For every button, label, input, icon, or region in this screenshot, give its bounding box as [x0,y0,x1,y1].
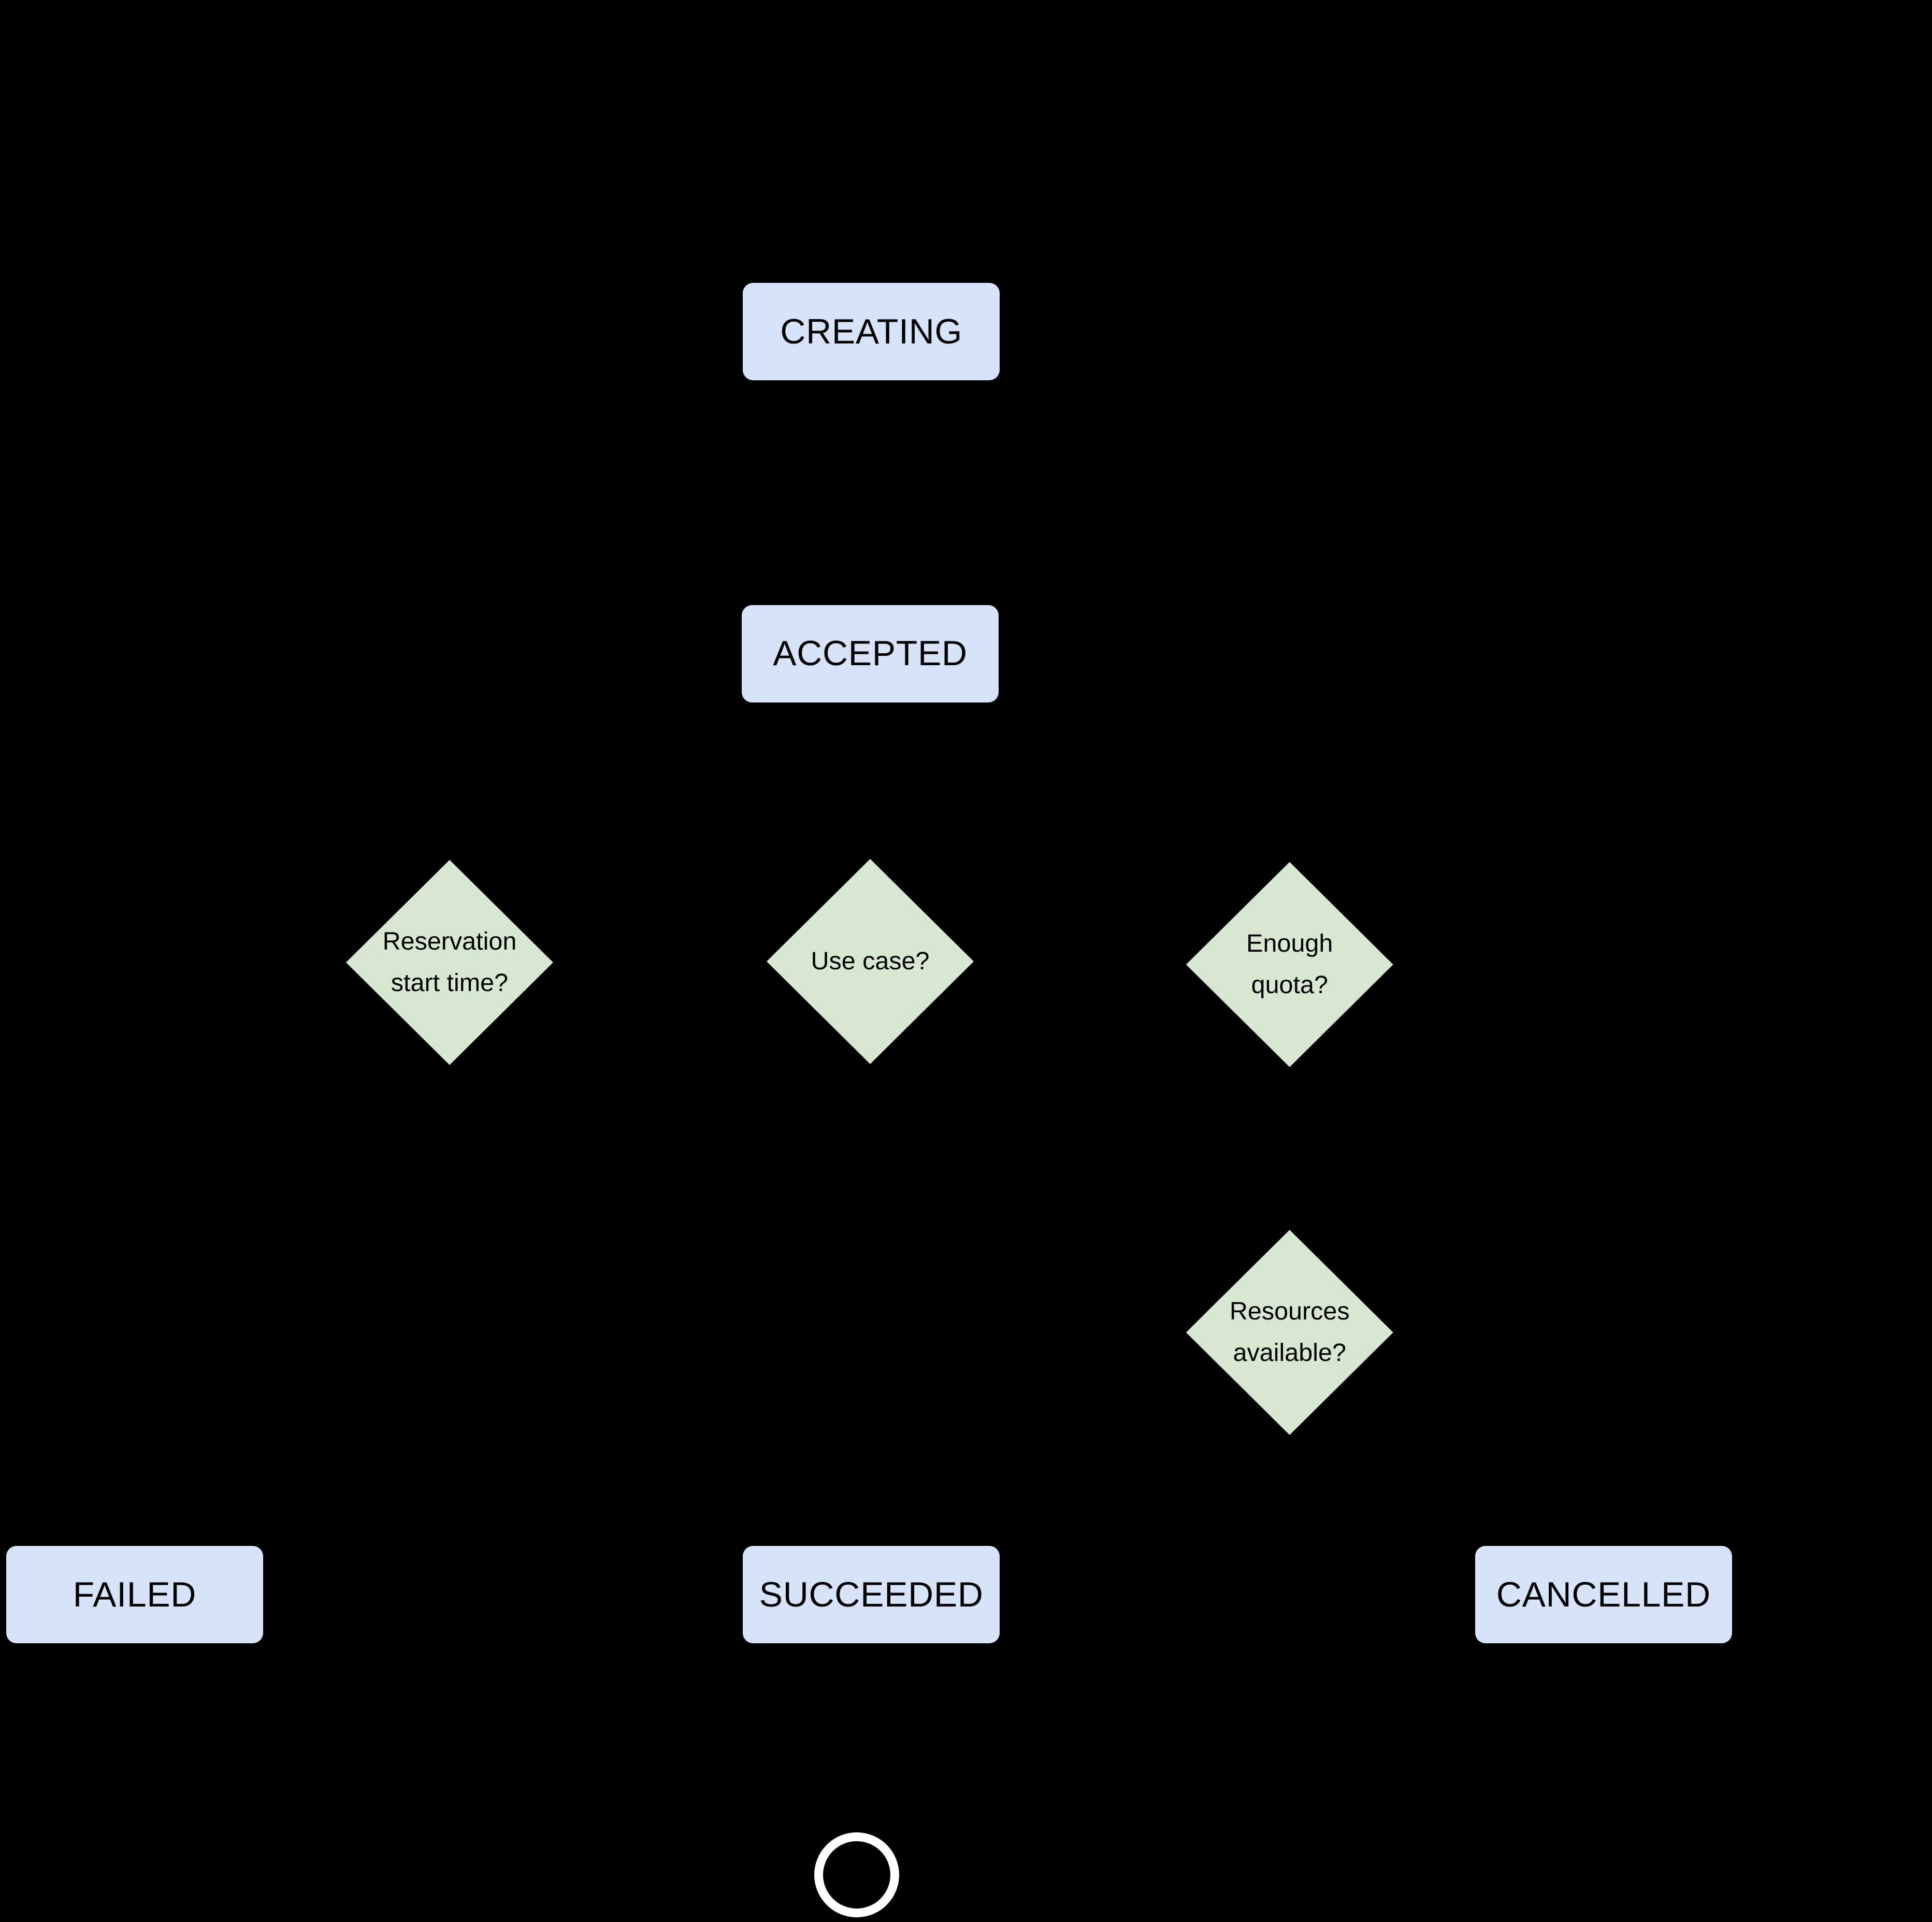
decision-enough-quota-line-2: quota? [1251,970,1328,999]
state-node-creating-label: CREATING [780,312,963,351]
decision-node-use-case: Use case? [767,858,974,1064]
state-node-creating: CREATING [743,283,1000,381]
state-node-accepted: ACCEPTED [741,605,999,702]
decision-reservation-line-2: start time? [391,968,509,997]
state-node-succeeded-label: SUCCEEDED [759,1575,984,1614]
decision-reservation-line-1: Reservation [382,927,517,955]
decision-node-enough-quota: Enough quota? [1186,862,1393,1067]
state-node-failed-label: FAILED [73,1575,197,1614]
state-node-cancelled: CANCELLED [1475,1545,1732,1644]
decision-node-resources-available: Resources available? [1186,1230,1393,1435]
decision-enough-quota-line-1: Enough [1246,929,1333,958]
decision-resources-line-1: Resources [1229,1297,1350,1326]
decision-node-reservation-start-time: Reservation start time? [346,859,553,1065]
state-node-accepted-label: ACCEPTED [773,634,968,673]
end-state-circle [814,1832,899,1918]
state-node-cancelled-label: CANCELLED [1496,1575,1711,1614]
decision-use-case-line-1: Use case? [811,946,930,975]
state-node-failed: FAILED [6,1545,263,1644]
state-node-succeeded: SUCCEEDED [743,1545,1000,1644]
decision-resources-line-2: available? [1233,1338,1346,1367]
